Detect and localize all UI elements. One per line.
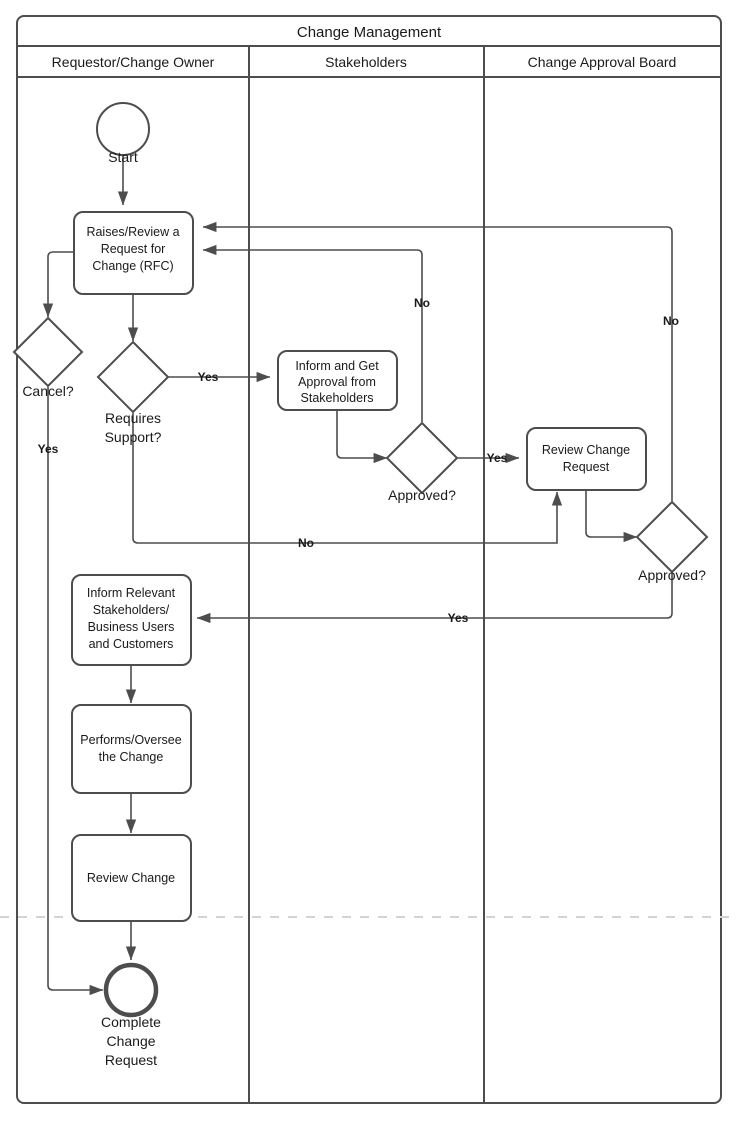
- edge-label-approved-stakeholders-yes: Yes: [487, 451, 508, 465]
- edge-label-approved-cab-no: No: [663, 314, 679, 328]
- task-raises-review-rfc[interactable]: [73, 211, 194, 295]
- task-inform-relevant-line2: Stakeholders/: [93, 603, 170, 617]
- task-review-change-request[interactable]: [526, 427, 647, 491]
- end-event-line1: Complete: [101, 1014, 161, 1030]
- gateway-cancel-label: Cancel?: [22, 383, 74, 399]
- task-inform-relevant-stakeholders[interactable]: [71, 574, 192, 666]
- task-inform-get-approval-line2: Approval from: [298, 375, 376, 389]
- task-review-change[interactable]: [71, 834, 192, 922]
- lane-title-cab: Change Approval Board: [528, 54, 677, 70]
- flow-inform-approval-to-approved: [336, 410, 388, 464]
- flow-rfc-to-cancel: [42, 251, 74, 318]
- task-performs-oversee-line2: the Change: [99, 750, 164, 764]
- task-review-change-request-line1: Review Change: [542, 443, 630, 457]
- lane-title-requestor: Requestor/Change Owner: [52, 54, 215, 70]
- task-performs-oversee-change[interactable]: [71, 704, 192, 794]
- lane-title-stakeholders: Stakeholders: [325, 54, 407, 70]
- start-event-circle[interactable]: [96, 102, 150, 156]
- task-inform-relevant-line4: and Customers: [89, 637, 174, 651]
- pool-title: Change Management: [297, 24, 442, 41]
- edge-label-approved-cab-yes: Yes: [448, 611, 469, 625]
- edge-label-cancel-yes: Yes: [38, 442, 59, 456]
- gateway-approved-cab-label: Approved?: [638, 567, 706, 583]
- task-performs-oversee-line1: Performs/Oversee: [80, 733, 181, 747]
- task-raises-review-rfc-line1: Raises/Review a: [86, 225, 179, 239]
- end-event-line2: Change: [106, 1033, 155, 1049]
- flow-approved-cab-yes: [196, 573, 673, 624]
- start-event-label: Start: [108, 149, 138, 165]
- task-raises-review-rfc-line2: Request for: [101, 242, 166, 256]
- flow-requires-support-no: [132, 413, 563, 544]
- task-inform-get-approval-line1: Inform and Get: [295, 359, 379, 373]
- task-inform-get-approval-line3: Stakeholders: [301, 391, 374, 405]
- gateway-cancel[interactable]: [12, 316, 84, 388]
- task-inform-relevant-line1: Inform Relevant: [87, 586, 176, 600]
- edge-label-requires-support-yes: Yes: [198, 370, 219, 384]
- edge-label-approved-stakeholders-no: No: [414, 296, 430, 310]
- task-review-change-request-line2: Request: [563, 460, 610, 474]
- task-raises-review-rfc-line3: Change (RFC): [92, 259, 173, 273]
- gateway-approved-stakeholders[interactable]: [385, 421, 459, 495]
- pool-frame: [16, 15, 722, 1104]
- gateway-requires-support-line1: Requires: [105, 410, 161, 426]
- flow-review-request-to-approved-cab: [585, 490, 638, 543]
- end-event-circle[interactable]: [103, 962, 159, 1018]
- gateway-requires-support-line2: Support?: [105, 429, 162, 445]
- gateway-requires-support[interactable]: [96, 340, 170, 414]
- task-inform-get-approval[interactable]: [277, 350, 398, 411]
- flow-cancel-yes-to-end: [47, 387, 104, 996]
- task-inform-relevant-line3: Business Users: [88, 620, 175, 634]
- task-review-change-label: Review Change: [87, 871, 175, 885]
- flow-approved-cab-no: [202, 221, 673, 501]
- gateway-approved-stakeholders-label: Approved?: [388, 487, 456, 503]
- flow-approved-stakeholders-no: [202, 244, 423, 422]
- end-event-line3: Request: [105, 1052, 157, 1068]
- gateway-approved-cab[interactable]: [635, 500, 709, 574]
- edge-label-requires-support-no: No: [298, 536, 314, 550]
